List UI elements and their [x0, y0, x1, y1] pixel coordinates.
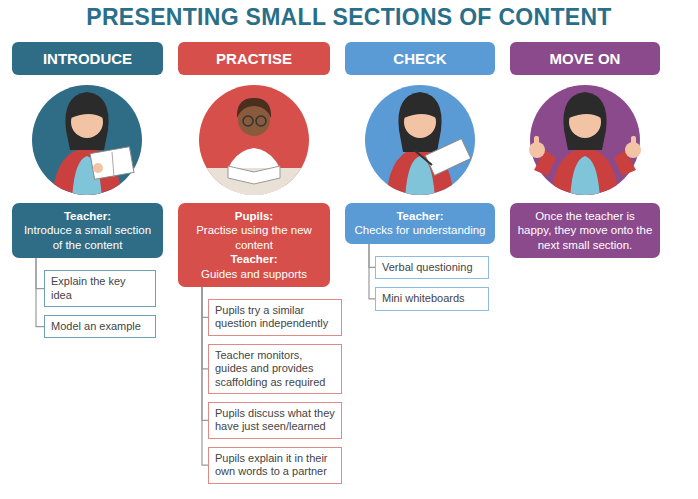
activity-box: Mini whiteboards — [375, 287, 489, 310]
node-text: Pupils explain it in their own words to … — [215, 452, 335, 479]
activity-box: Pupils discuss what they have just seen/… — [208, 402, 342, 439]
activity-box: Explain the key idea — [44, 270, 156, 307]
node-text: INTRODUCE — [16, 50, 159, 67]
teacher-illustration — [365, 85, 475, 200]
diagram-title: PRESENTING SMALL SECTIONS OF CONTENT — [0, 4, 698, 31]
pupil-illustration — [195, 85, 315, 208]
tree-connector — [36, 258, 44, 288]
node-text: PRACTISE — [182, 50, 326, 67]
node-text: Introduce a small section of the content — [19, 223, 156, 252]
step-header: PRACTISE — [178, 42, 330, 75]
step-header: CHECK — [345, 42, 495, 75]
role-box: Teacher:Checks for understanding — [345, 203, 495, 244]
role-box: Pupils:Practise using the new contentTea… — [178, 203, 330, 287]
activity-box: Model an example — [44, 315, 156, 338]
role-label: Pupils: — [185, 209, 323, 223]
step-header: INTRODUCE — [12, 42, 163, 75]
node-text: Guides and supports — [185, 267, 323, 281]
tree-connector — [36, 258, 44, 327]
step-header: MOVE ON — [510, 42, 660, 75]
node-text: Pupils try a similar question independen… — [215, 304, 335, 331]
activity-box: Teacher monitors, guides and provides sc… — [208, 344, 342, 394]
node-text: Mini whiteboards — [382, 292, 482, 305]
role-label: Teacher: — [352, 209, 488, 223]
node-text: CHECK — [349, 50, 491, 67]
node-text: Model an example — [51, 320, 149, 333]
teacher-illustration — [32, 85, 142, 200]
node-text: Checks for understanding — [352, 223, 488, 237]
node-text: Verbal questioning — [382, 261, 482, 274]
activity-box: Verbal questioning — [375, 256, 489, 279]
node-text: Pupils discuss what they have just seen/… — [215, 407, 335, 434]
activity-box: Pupils try a similar question independen… — [208, 299, 342, 336]
activity-box: Pupils explain it in their own words to … — [208, 447, 342, 484]
role-label: Teacher: — [185, 252, 323, 266]
role-box: Once the teacher is happy, they move ont… — [510, 203, 660, 258]
node-text: Once the teacher is happy, they move ont… — [517, 209, 653, 252]
node-text: Explain the key idea — [51, 275, 149, 302]
node-text: MOVE ON — [514, 50, 656, 67]
role-label: Teacher: — [19, 209, 156, 223]
teacher-illustration — [529, 85, 641, 200]
node-text: Practise using the new content — [185, 223, 323, 252]
role-box: Teacher:Introduce a small section of the… — [12, 203, 163, 258]
node-text: Teacher monitors, guides and provides sc… — [215, 349, 335, 389]
